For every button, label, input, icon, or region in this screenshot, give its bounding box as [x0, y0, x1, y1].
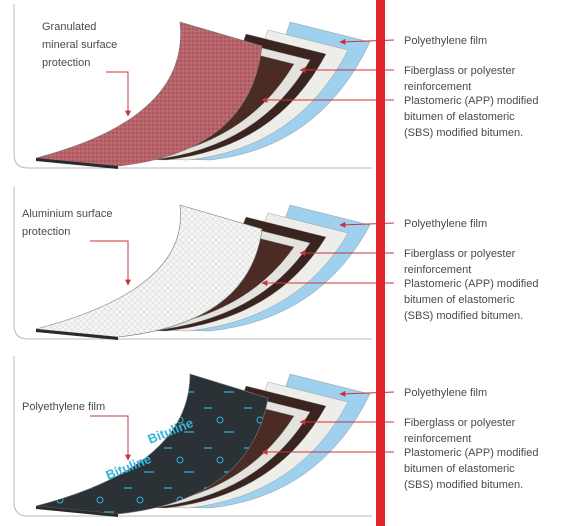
layer-label: reinforcement [404, 433, 471, 445]
layer-label: bitumen of elastomeric [404, 294, 515, 306]
layer-label: reinforcement [404, 264, 471, 276]
surface-pointer [90, 416, 128, 460]
red-divider-bar [376, 0, 385, 526]
layer-label: Polyethylene film [404, 35, 487, 47]
surface-label: Polyethylene film [22, 401, 105, 413]
layer-label: (SBS) modified bitumen. [404, 127, 523, 139]
layer-label: bitumen of elastomeric [404, 463, 515, 475]
layer-label: (SBS) modified bitumen. [404, 479, 523, 491]
layer-label: Fiberglass or polyester [404, 417, 516, 429]
layer-label: Plastomeric (APP) modified [404, 447, 539, 459]
layer-label: reinforcement [404, 81, 471, 93]
surface-pointer [106, 72, 128, 116]
layer-label: Plastomeric (APP) modified [404, 278, 539, 290]
surface-label: mineral surface [42, 39, 117, 51]
surface-label: protection [42, 57, 90, 69]
layer-label: Fiberglass or polyester [404, 248, 516, 260]
surface-label: protection [22, 226, 70, 238]
surface-label: Granulated [42, 21, 96, 33]
layer-label: Polyethylene film [404, 218, 487, 230]
layer-label: (SBS) modified bitumen. [404, 310, 523, 322]
layer-label: Fiberglass or polyester [404, 65, 516, 77]
surface-pointer [90, 241, 128, 285]
layer-label: Plastomeric (APP) modified [404, 95, 539, 107]
surface-label: Aluminium surface [22, 208, 112, 220]
layer-label: Polyethylene film [404, 387, 487, 399]
membrane-illustration-3: BitulineBituline [36, 374, 370, 517]
membrane-illustration-2 [36, 205, 370, 340]
layer-label: bitumen of elastomeric [404, 111, 515, 123]
